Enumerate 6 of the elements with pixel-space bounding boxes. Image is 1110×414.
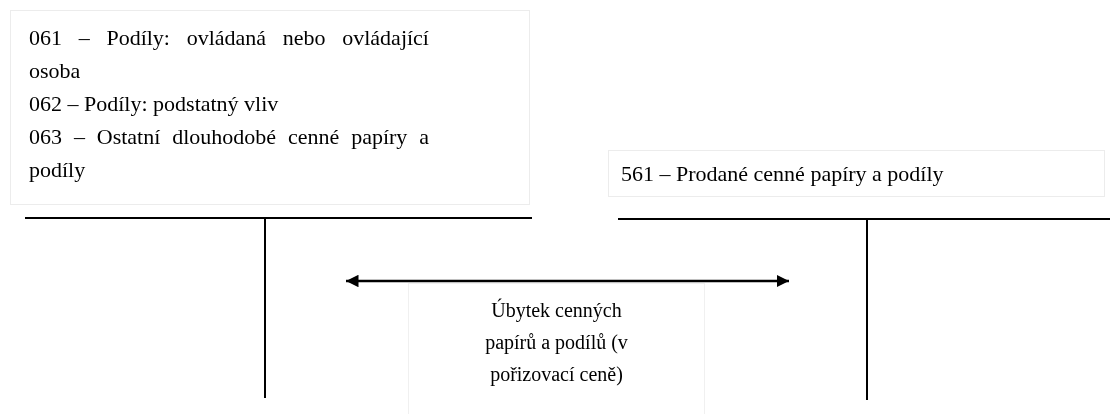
- account-name: 061 – Podíly: ovládaná nebo ovládající osoba: [29, 24, 429, 85]
- edge-label: Úbytek cenných papírů a podílů (v pořizovací ceně): [484, 297, 629, 388]
- account-name: 063 – Ostatní dlouhodobé cenné papíry a podíly: [29, 123, 429, 184]
- double-arrow: [346, 274, 789, 288]
- account-name: 561 – Prodané cenné papíry a podíly: [621, 160, 945, 188]
- account-name: 062 – Podíly: podstatný vliv: [29, 90, 280, 118]
